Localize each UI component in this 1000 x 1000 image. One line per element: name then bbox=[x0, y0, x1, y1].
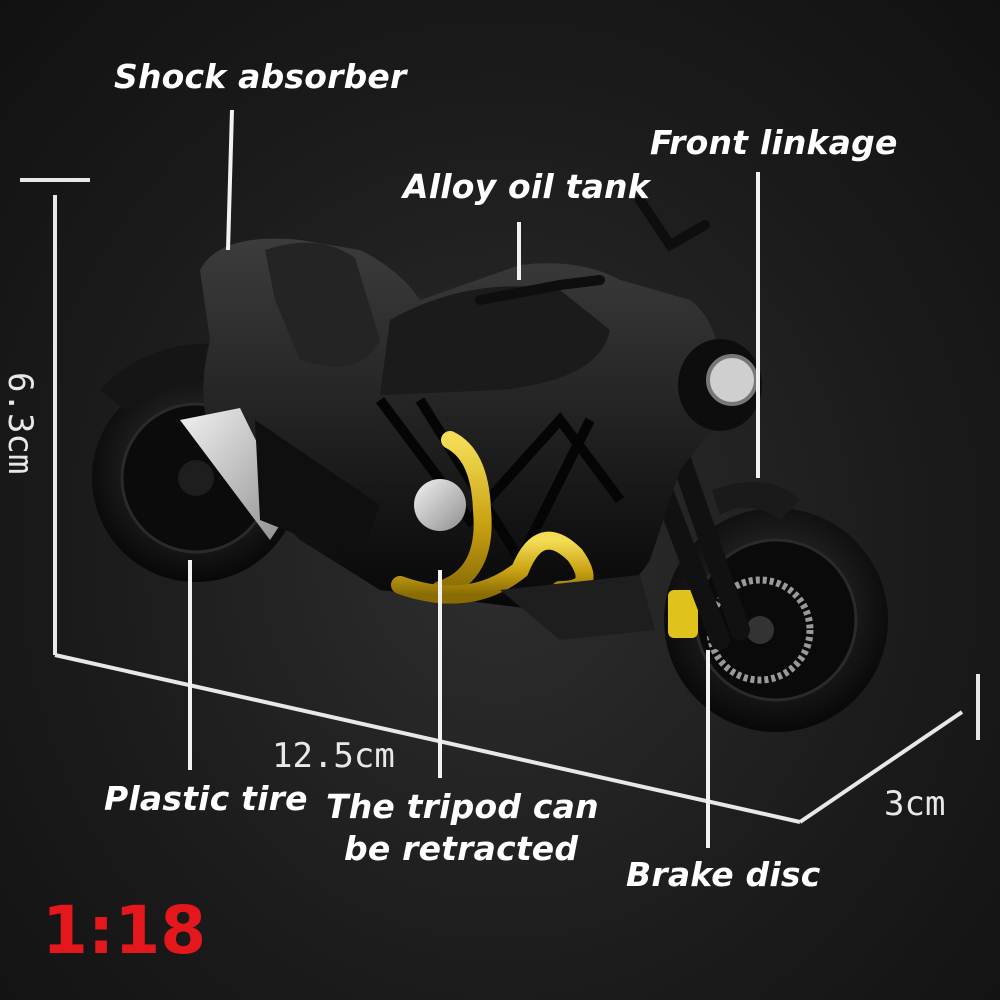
label-alloy-oil-tank: Alloy oil tank bbox=[403, 167, 650, 206]
seat bbox=[265, 242, 380, 367]
scale-badge: 1:18 bbox=[42, 892, 207, 969]
dimension-length: 12.5cm bbox=[272, 736, 395, 776]
brake-caliper bbox=[668, 590, 698, 638]
label-front-linkage: Front linkage bbox=[650, 123, 898, 162]
handlebars bbox=[475, 195, 710, 305]
label-plastic-tire: Plastic tire bbox=[104, 779, 308, 818]
label-shock-absorber: Shock absorber bbox=[114, 57, 407, 96]
front-fender bbox=[712, 482, 800, 520]
label-tripod-line1: The tripod can bbox=[326, 787, 599, 826]
label-brake-disc: Brake disc bbox=[626, 855, 821, 894]
belly-pan bbox=[500, 575, 655, 640]
headlight bbox=[678, 339, 762, 431]
fuel-tank bbox=[380, 286, 610, 395]
exhaust-muffler bbox=[180, 408, 380, 560]
dimension-width: 3cm bbox=[884, 784, 946, 824]
engine-cover bbox=[414, 479, 466, 531]
exhaust-headers bbox=[391, 431, 594, 604]
callout-lines bbox=[188, 109, 760, 848]
label-tripod-line2: be retracted bbox=[344, 829, 579, 868]
dimension-lines bbox=[20, 178, 980, 824]
dimension-height: 6.3cm bbox=[0, 372, 40, 475]
